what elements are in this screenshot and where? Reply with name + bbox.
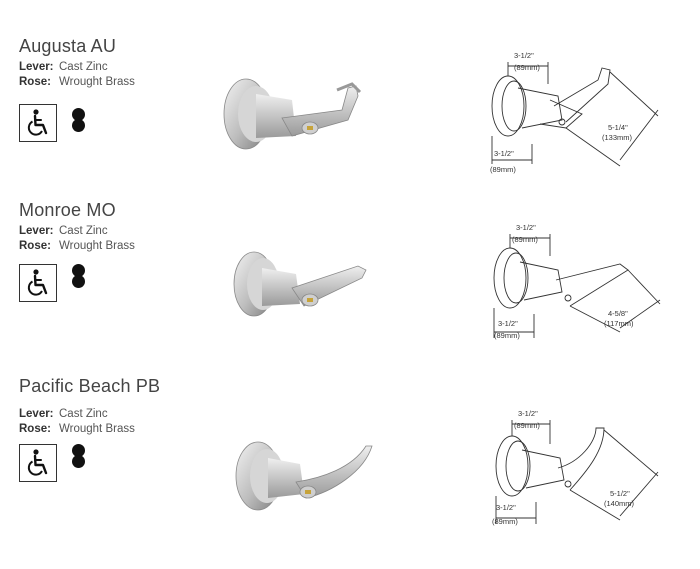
dim-bottom: 3-1/2" <box>498 319 518 328</box>
lever-photo-pacific-beach <box>235 441 373 511</box>
dimension-drawing-monroe: 3-1/2" (89mm) 3-1/2" (89mm) 4-5/8" (117m… <box>493 223 661 340</box>
rose-label: Rose: <box>19 423 51 435</box>
lever-value: Cast Zinc <box>59 61 108 73</box>
dim-side-mm: (140mm) <box>604 499 635 508</box>
lever-label: Lever: <box>19 225 54 237</box>
rose-value: Wrought Brass <box>59 240 135 252</box>
two-dot-finish-icon <box>72 444 86 470</box>
product-title: Augusta AU <box>19 36 117 56</box>
dim-bottom: 3-1/2" <box>496 503 516 512</box>
dim-side: 4-5/8" <box>608 309 628 318</box>
rose-value: Wrought Brass <box>59 76 135 88</box>
rose-spec: Rose: Wrought Brass <box>19 240 135 252</box>
product-title: Monroe MO <box>19 200 116 220</box>
dim-top: 3-1/2" <box>514 51 534 60</box>
dimension-drawing-augusta: 3-1/2" (89mm) 3-1/2" (89mm) 5-1/4" (133m… <box>490 51 659 174</box>
product-title: Pacific Beach PB <box>19 376 161 396</box>
rose-value: Wrought Brass <box>59 423 135 435</box>
rose-spec: Rose: Wrought Brass <box>19 423 135 435</box>
rose-spec: Rose: Wrought Brass <box>19 76 135 88</box>
dim-side: 5-1/2" <box>610 489 630 498</box>
dim-top: 3-1/2" <box>518 409 538 418</box>
product-row-monroe: Monroe MO Lever: Cast Zinc Rose: Wrought B… <box>0 200 700 380</box>
lever-photo-augusta <box>223 78 362 150</box>
rose-label: Rose: <box>19 76 51 88</box>
rose-label: Rose: <box>19 240 51 252</box>
lever-spec: Lever: Cast Zinc <box>19 61 108 73</box>
dim-top-mm: (89mm) <box>514 421 540 430</box>
lever-spec: Lever: Cast Zinc <box>19 225 108 237</box>
two-dot-finish-icon <box>72 264 86 290</box>
dim-side-mm: (133mm) <box>602 133 633 142</box>
lever-label: Lever: <box>19 61 54 73</box>
lever-value: Cast Zinc <box>59 225 108 237</box>
dim-top-mm: (89mm) <box>512 235 538 244</box>
wheelchair-accessible-icon <box>19 444 57 482</box>
dim-bottom: 3-1/2" <box>494 149 514 158</box>
dim-side-mm: (117mm) <box>604 319 634 328</box>
dimension-drawing-pacific-beach: 3-1/2" (89mm) 3-1/2" (89mm) 5-1/2" (140m… <box>492 409 659 526</box>
product-row-augusta: Augusta AU Lever: Cast Zinc Rose: Wrought … <box>0 36 700 216</box>
lever-label: Lever: <box>19 408 54 420</box>
dim-top: 3-1/2" <box>516 223 536 232</box>
wheelchair-accessible-icon <box>19 104 57 142</box>
lever-photo-monroe <box>233 251 367 317</box>
dim-bottom-mm: (89mm) <box>494 331 520 340</box>
lever-spec: Lever: Cast Zinc <box>19 408 108 420</box>
dim-top-mm: (89mm) <box>514 63 540 72</box>
dim-bottom-mm: (89mm) <box>492 517 518 526</box>
lever-value: Cast Zinc <box>59 408 108 420</box>
dim-side: 5-1/4" <box>608 123 628 132</box>
two-dot-finish-icon <box>72 108 86 134</box>
wheelchair-accessible-icon <box>19 264 57 302</box>
product-row-pacific-beach: Pacific Beach PB Lever: Cast Zinc Rose: Wr… <box>0 376 700 556</box>
dim-bottom-mm: (89mm) <box>490 165 516 174</box>
